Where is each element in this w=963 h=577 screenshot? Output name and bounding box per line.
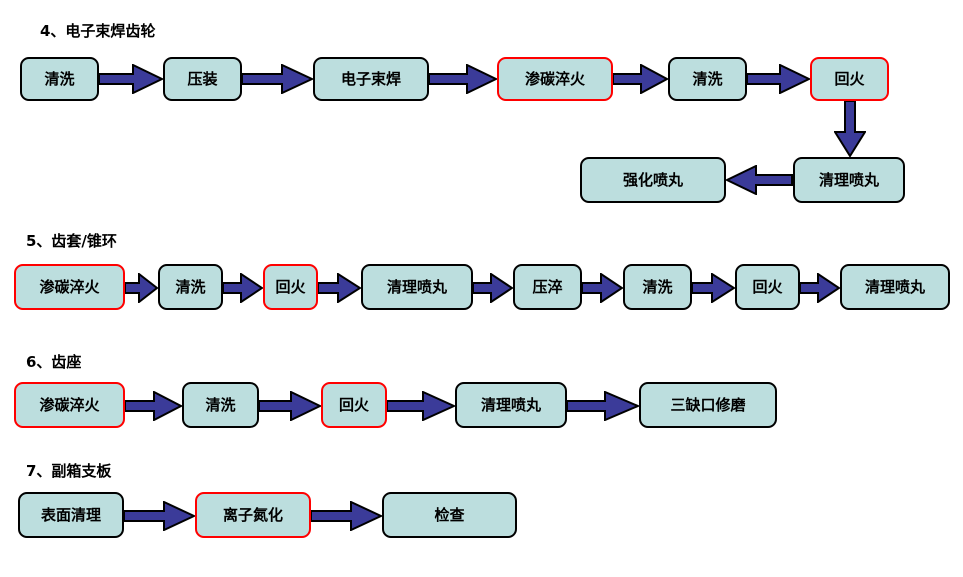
process-node[interactable]: 表面清理 (18, 492, 124, 538)
process-node-highlight[interactable]: 渗碳淬火 (14, 264, 125, 310)
arrow-right-icon (567, 391, 639, 421)
arrow-right-icon (747, 64, 810, 94)
process-node[interactable]: 清洗 (182, 382, 259, 428)
arrow-right-icon (387, 391, 455, 421)
arrow-right-icon (223, 273, 263, 303)
process-node-highlight[interactable]: 渗碳淬火 (14, 382, 125, 428)
arrow-left-icon (726, 165, 793, 195)
process-node[interactable]: 清理喷丸 (840, 264, 950, 310)
arrow-right-icon (318, 273, 361, 303)
arrow-right-icon (242, 64, 313, 94)
arrow-right-icon (259, 391, 321, 421)
process-node-highlight[interactable]: 回火 (263, 264, 318, 310)
arrow-right-icon (613, 64, 668, 94)
process-node[interactable]: 强化喷丸 (580, 157, 726, 203)
section-title-7: 7、副箱支板 (26, 462, 112, 480)
process-node[interactable]: 清洗 (668, 57, 747, 101)
arrow-right-icon (582, 273, 623, 303)
arrow-right-icon (692, 273, 735, 303)
section-title-4: 4、电子束焊齿轮 (40, 22, 156, 40)
process-node[interactable]: 三缺口修磨 (639, 382, 777, 428)
section-title-5: 5、齿套/锥环 (26, 232, 117, 250)
arrow-right-icon (99, 64, 163, 94)
process-node-highlight[interactable]: 离子氮化 (195, 492, 311, 538)
process-node-highlight[interactable]: 回火 (810, 57, 889, 101)
arrow-right-icon (473, 273, 513, 303)
process-node[interactable]: 回火 (735, 264, 800, 310)
arrow-right-icon (125, 273, 158, 303)
process-node[interactable]: 清理喷丸 (793, 157, 905, 203)
arrow-right-icon (800, 273, 840, 303)
process-node[interactable]: 清洗 (623, 264, 692, 310)
process-node[interactable]: 清洗 (158, 264, 223, 310)
arrow-down-icon (834, 101, 866, 157)
arrow-right-icon (125, 391, 182, 421)
arrow-right-icon (311, 501, 382, 531)
process-node[interactable]: 压淬 (513, 264, 582, 310)
process-node[interactable]: 清理喷丸 (361, 264, 473, 310)
process-node[interactable]: 电子束焊 (313, 57, 429, 101)
process-node[interactable]: 清洗 (20, 57, 99, 101)
section-title-6: 6、齿座 (26, 353, 82, 371)
process-node-highlight[interactable]: 回火 (321, 382, 387, 428)
process-node[interactable]: 压装 (163, 57, 242, 101)
arrow-right-icon (429, 64, 497, 94)
process-node[interactable]: 清理喷丸 (455, 382, 567, 428)
process-node[interactable]: 检查 (382, 492, 517, 538)
process-node-highlight[interactable]: 渗碳淬火 (497, 57, 613, 101)
arrow-right-icon (124, 501, 195, 531)
